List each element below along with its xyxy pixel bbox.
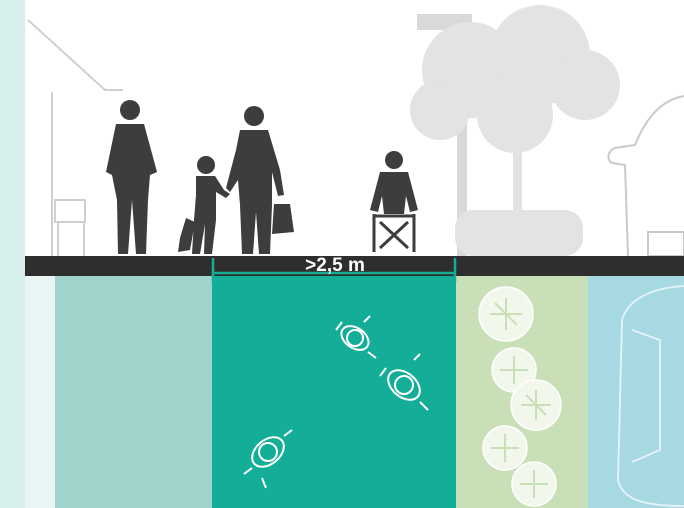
wheelchair-user-icon: [370, 151, 418, 252]
walker-top-view-icon: [379, 353, 429, 411]
parked-car-top-view-icon: [617, 285, 684, 507]
pedestrian-walking-zone: [212, 276, 456, 508]
adult-holding-hand-icon: [226, 106, 294, 254]
shrub-detail: [490, 298, 551, 498]
walker-top-view-icon: [243, 429, 293, 489]
child-with-bag-icon: [178, 156, 230, 254]
width-dimension-label: >2,5 m: [305, 255, 365, 276]
curb-line: [25, 256, 684, 276]
parking-lane: [588, 276, 684, 508]
frontage-zone: [55, 276, 212, 508]
tree-icon: [410, 5, 620, 256]
frontage-band: [0, 0, 25, 508]
person-standing-icon: [106, 100, 157, 254]
walker-top-view-icon: [335, 315, 377, 359]
bench-icon: [54, 199, 86, 256]
house-outline: [27, 19, 123, 256]
building-frontage-zone: [25, 276, 55, 508]
width-dimension-marker: [211, 258, 457, 282]
